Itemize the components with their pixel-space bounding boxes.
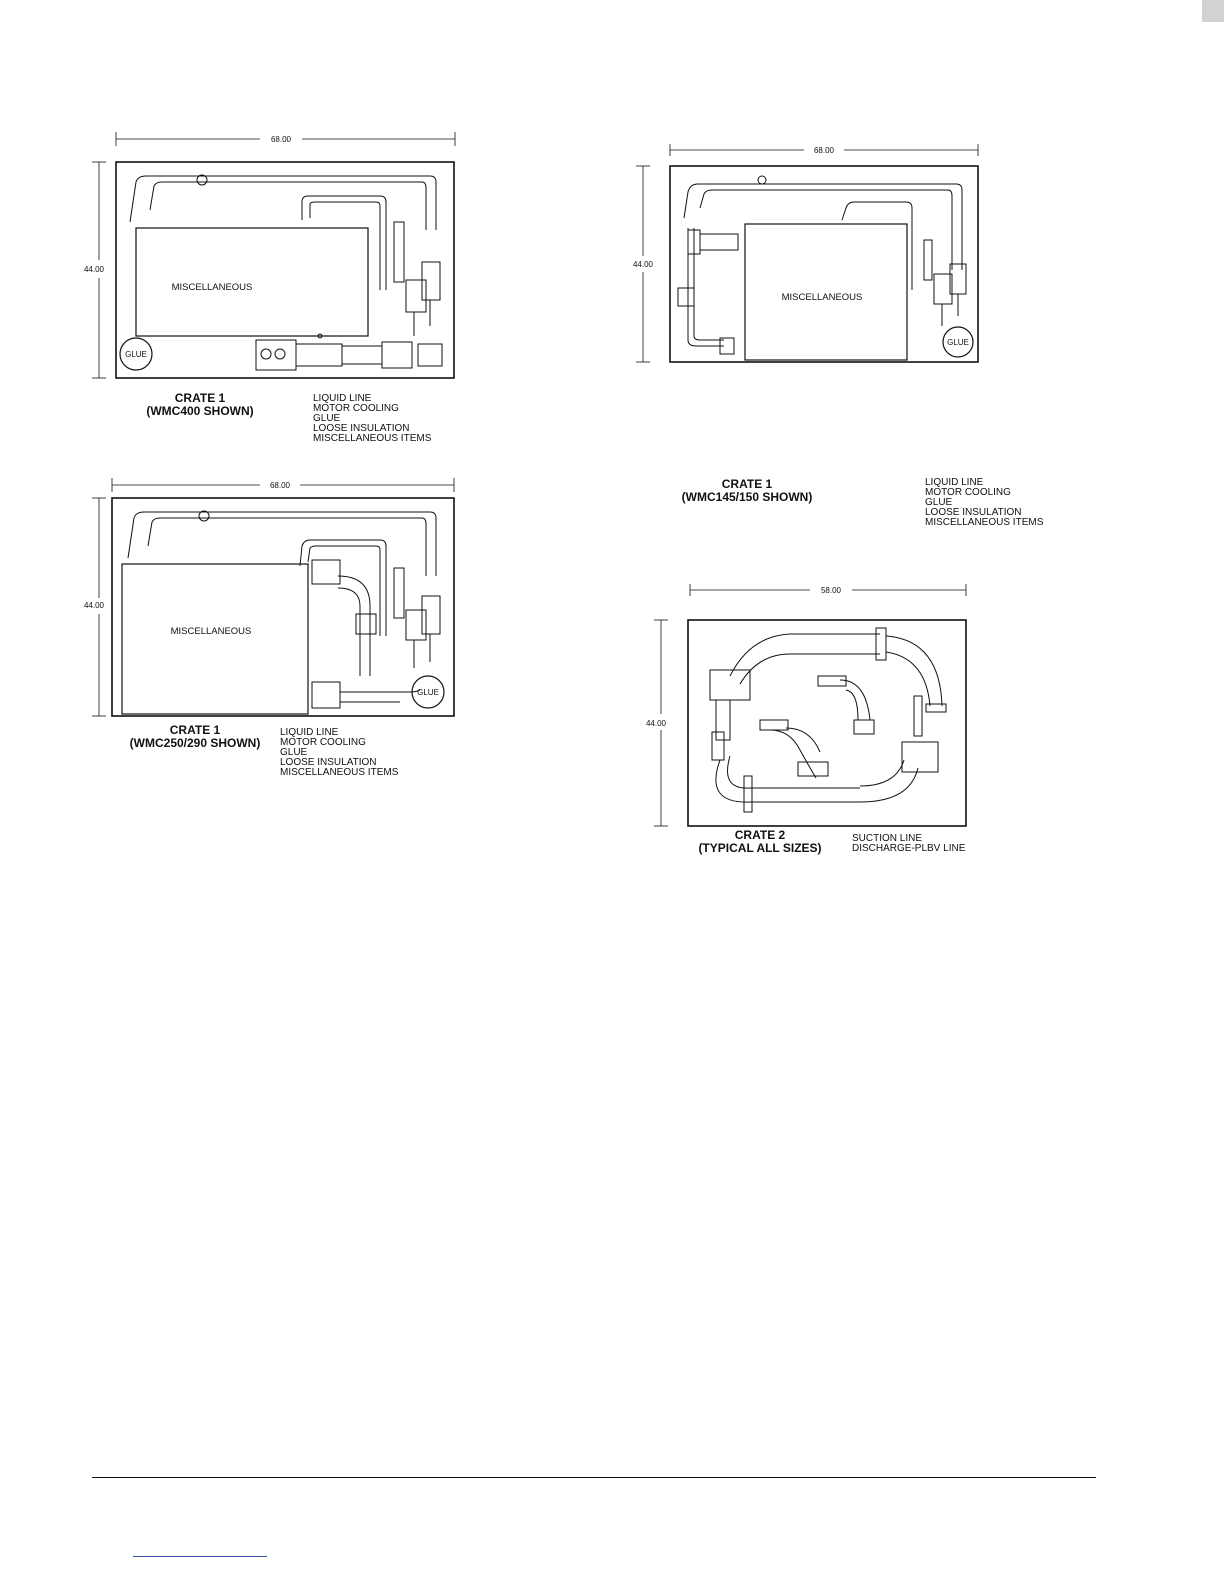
footer-link-underline [133, 1556, 267, 1557]
item-label: SUCTION LINE [852, 833, 923, 844]
crate-wmc250-caption: CRATE 1 (WMC250/290 SHOWN) [120, 724, 270, 750]
glue-label: GLUE [417, 688, 439, 697]
suction-line-piping [709, 627, 947, 813]
height-dimension [92, 497, 106, 717]
item-label: LIQUID LINE [280, 727, 339, 738]
crate-wmc400-caption: CRATE 1 (WMC400 SHOWN) [125, 392, 275, 418]
item-label: MISCELLANEOUS ITEMS [280, 767, 399, 778]
height-label: 44.00 [633, 260, 654, 269]
miscellaneous-box [121, 563, 309, 715]
crate-outline [111, 497, 455, 717]
item-label: GLUE [280, 747, 308, 758]
height-label: 44.00 [646, 719, 667, 728]
height-label: 44.00 [84, 601, 105, 610]
height-dimension [92, 161, 106, 379]
width-label: 68.00 [270, 481, 291, 490]
crate-title: CRATE 1 [721, 477, 773, 491]
item-label: GLUE [313, 413, 341, 424]
item-label: MOTOR COOLING [280, 737, 366, 748]
height-dimension [654, 619, 668, 827]
item-label: MISCELLANEOUS ITEMS [925, 517, 1044, 528]
crate-outline [669, 165, 979, 363]
item-label: LIQUID LINE [925, 477, 984, 488]
crate-title: CRATE 2 [734, 828, 786, 842]
width-dimension [115, 132, 456, 146]
crate-subtitle: (TYPICAL ALL SIZES) [698, 841, 822, 855]
width-label: 58.00 [821, 586, 842, 595]
crate-subtitle: (WMC145/150 SHOWN) [681, 490, 813, 504]
glue-circle [119, 337, 153, 371]
motor-cooling-assembly [255, 333, 443, 371]
crate-wmc250-items: LIQUID LINE MOTOR COOLING GLUE LOOSE INS… [280, 728, 398, 778]
width-label: 68.00 [814, 146, 835, 155]
width-dimension [669, 144, 979, 156]
miscellaneous-label: MISCELLANEOUS [172, 282, 253, 293]
miscellaneous-box [744, 223, 908, 361]
crate-subtitle: (WMC400 SHOWN) [146, 404, 254, 418]
crate-outline [687, 619, 967, 827]
item-label: LOOSE INSULATION [280, 757, 377, 768]
glue-circle [942, 326, 974, 358]
miscellaneous-label: MISCELLANEOUS [171, 626, 252, 637]
crate-2-caption: CRATE 2 (TYPICAL ALL SIZES) [690, 829, 830, 855]
width-dimension [689, 584, 967, 596]
item-label: LOOSE INSULATION [925, 507, 1022, 518]
width-label: 68.00 [271, 135, 292, 144]
item-label: LOOSE INSULATION [313, 423, 410, 434]
crate-wmc400-diagram: 68.00 44.00 MISCELLANEOUS GLUE [84, 132, 456, 379]
crate-2-diagram: 58.00 44.00 [646, 584, 967, 827]
glue-label: GLUE [947, 338, 969, 347]
item-label: GLUE [925, 497, 953, 508]
item-label: MOTOR COOLING [925, 487, 1011, 498]
item-label: LIQUID LINE [313, 393, 372, 404]
crate-wmc145-caption: CRATE 1 (WMC145/150 SHOWN) [662, 478, 832, 504]
glue-label: GLUE [125, 350, 147, 359]
height-label: 44.00 [84, 265, 105, 274]
crate-title: CRATE 1 [174, 391, 226, 405]
crate-2-items: SUCTION LINE DISCHARGE-PLBV LINE [852, 834, 965, 854]
miscellaneous-box [135, 227, 369, 337]
crate-subtitle: (WMC250/290 SHOWN) [129, 736, 261, 750]
miscellaneous-label: MISCELLANEOUS [782, 292, 863, 303]
crate-wmc145-items: LIQUID LINE MOTOR COOLING GLUE LOOSE INS… [925, 478, 1043, 528]
height-dimension [636, 165, 650, 363]
crate-outline [115, 161, 455, 379]
crate-wmc400-items: LIQUID LINE MOTOR COOLING GLUE LOOSE INS… [313, 394, 431, 444]
width-dimension [111, 478, 455, 492]
item-label: MISCELLANEOUS ITEMS [313, 433, 432, 444]
item-label: MOTOR COOLING [313, 403, 399, 414]
crate-wmc145-diagram: 68.00 44.00 MISCELLANEOUS GLUE [633, 144, 979, 363]
page-corner-mark [1202, 0, 1224, 22]
liquid-line-piping [129, 174, 441, 336]
item-label: DISCHARGE-PLBV LINE [852, 843, 966, 854]
crate-wmc250-diagram: 68.00 44.00 MISCELLANEOUS GLUE [84, 478, 455, 717]
glue-circle [411, 675, 445, 709]
crate-title: CRATE 1 [169, 723, 221, 737]
footer-divider [92, 1477, 1096, 1478]
liquid-line-piping [677, 175, 967, 355]
liquid-line-piping [127, 510, 441, 709]
